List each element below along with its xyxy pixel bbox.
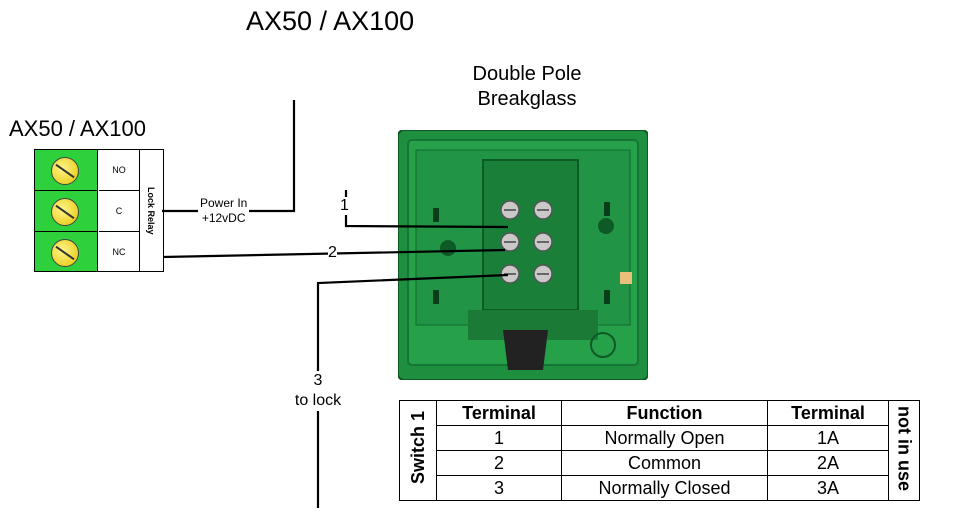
table-row: 3 Normally Closed 3A [400, 475, 920, 501]
power-label: Power In +12vDC [198, 196, 250, 226]
lock-label: 3 to lock [282, 371, 354, 411]
table-cell: 3 [436, 475, 562, 501]
table-row: 2 Common 2A [400, 450, 920, 476]
wire-1-label: 1 [340, 197, 349, 215]
power-wire [162, 100, 296, 213]
screw-icon [51, 198, 79, 226]
terminal-screw-nc [35, 232, 98, 271]
terminal-table: Switch 1 Terminal Function Terminal not … [399, 400, 920, 501]
screw-icon [51, 157, 79, 185]
wire-1 [344, 190, 509, 229]
terminal-screw-c [35, 191, 98, 232]
wire-2-label: 2 [328, 244, 337, 262]
terminal-label-c: C [99, 191, 140, 232]
terminal-label-no: NO [99, 150, 140, 191]
relay-title: AX50 / AX100 [9, 116, 146, 141]
table-cell: 1 [436, 425, 562, 451]
table-cell: 2A [767, 450, 889, 476]
table-cell: 1A [767, 425, 889, 451]
header-function: Function [561, 400, 768, 426]
table-cell: 3A [767, 475, 889, 501]
relay-terminal-block: NO C NC Lock Relay [34, 149, 164, 272]
relay-side-label: Lock Relay [146, 186, 156, 235]
diagram-title: AX50 / AX100 [246, 6, 415, 36]
wire-3 [316, 273, 509, 508]
terminal-label-nc: NC [99, 232, 140, 271]
switch-label: Switch 1 [399, 400, 437, 501]
terminal-screw-no [35, 150, 98, 191]
table-cell: 2 [436, 450, 562, 476]
header-terminal: Terminal [436, 400, 562, 426]
not-in-use-label: not in use [888, 400, 920, 501]
breakglass-device-image [398, 130, 648, 380]
device-title-line1: Double Pole [472, 63, 582, 85]
device-title-line2: Breakglass [477, 88, 577, 110]
table-row: 1 Normally Open 1A [400, 425, 920, 451]
table-cell: Normally Closed [561, 475, 768, 501]
table-cell: Normally Open [561, 425, 768, 451]
device-title: Double Pole Breakglass [452, 62, 602, 112]
table-cell: Common [561, 450, 768, 476]
table-header-row: Switch 1 Terminal Function Terminal not … [399, 400, 920, 501]
header-terminal-a: Terminal [767, 400, 889, 426]
screw-icon [51, 239, 79, 267]
